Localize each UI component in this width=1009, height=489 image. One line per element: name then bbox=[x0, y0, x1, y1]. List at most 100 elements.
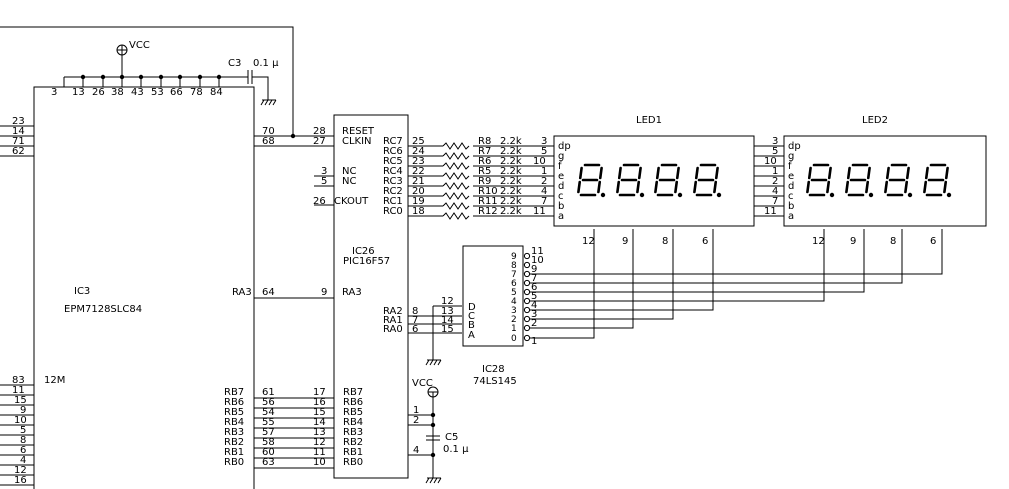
segment-label: dp bbox=[788, 141, 801, 152]
pin-label: NC bbox=[342, 166, 356, 177]
pin-number: 16 bbox=[14, 475, 27, 486]
pin-number: 10 bbox=[533, 156, 546, 167]
resistor-name: R8 bbox=[478, 136, 491, 147]
pin-number: 10 bbox=[14, 415, 27, 426]
resistor-value: 2.2k bbox=[500, 146, 522, 157]
pin-label: 4 bbox=[511, 297, 517, 307]
segment-label: e bbox=[788, 171, 794, 182]
pin-number: 21 bbox=[412, 176, 425, 187]
pin-number: 18 bbox=[412, 206, 425, 217]
pin-number: 22 bbox=[412, 166, 425, 177]
pin-number: 7 bbox=[772, 196, 778, 207]
pin-label: RB7 bbox=[343, 387, 363, 398]
pin-number: 12 bbox=[441, 296, 454, 307]
pin-number: 66 bbox=[170, 87, 183, 98]
pin-number: 2 bbox=[772, 176, 778, 187]
pin-number: 14 bbox=[441, 315, 454, 326]
vcc-label: VCC bbox=[412, 378, 433, 389]
wiring bbox=[0, 26, 943, 486]
resistor-name: R7 bbox=[478, 146, 491, 157]
pin-number: 6 bbox=[20, 445, 26, 456]
segment-label: c bbox=[558, 191, 564, 202]
pin-label: RB1 bbox=[224, 447, 244, 458]
pin-number: 3 bbox=[51, 87, 57, 98]
pin-label: 2 bbox=[511, 315, 517, 325]
seven-segment-digit bbox=[923, 163, 952, 198]
pin-number: 5 bbox=[541, 146, 547, 157]
resistor-name: R9 bbox=[478, 176, 491, 187]
pin-label: RC5 bbox=[383, 156, 403, 167]
segment-label: b bbox=[558, 201, 564, 212]
pin-number: 1 bbox=[772, 166, 778, 177]
pin-number: 5 bbox=[772, 146, 778, 157]
clock-label: 12M bbox=[44, 375, 65, 386]
pin-label: NC bbox=[342, 176, 356, 187]
pin-number: 64 bbox=[262, 287, 275, 298]
pin-number: 63 bbox=[262, 457, 275, 468]
segment-label: b bbox=[788, 201, 794, 212]
resistor-name: R12 bbox=[478, 206, 498, 217]
seven-segment-digit bbox=[616, 163, 645, 198]
ic26-pins: 28 RESET 27 CLKIN 3 NC 5 NC 26 CKOUT 9 R… bbox=[313, 126, 375, 298]
pin-label: RA3 bbox=[342, 287, 362, 298]
c5-name: C5 bbox=[445, 432, 458, 443]
led1-name: LED1 bbox=[636, 115, 662, 126]
pin-number: 2 bbox=[531, 318, 537, 329]
pin-number: 3 bbox=[321, 166, 327, 177]
led2-name: LED2 bbox=[862, 115, 888, 126]
segment-label: a bbox=[558, 211, 564, 222]
pin-number: 14 bbox=[313, 417, 326, 428]
pin-label: RC6 bbox=[383, 146, 403, 157]
pin-number: 1 bbox=[541, 166, 547, 177]
pin-number: 58 bbox=[262, 437, 275, 448]
pin-label: D bbox=[468, 302, 476, 313]
pin-label: RA3 bbox=[232, 287, 252, 298]
seven-segment-digit bbox=[693, 163, 722, 198]
resistor-value: 2.2k bbox=[500, 206, 522, 217]
pin-label: RB0 bbox=[343, 457, 363, 468]
led2-digits bbox=[806, 163, 952, 198]
pin-label: 9 bbox=[511, 252, 517, 262]
resistor-value: 2.2k bbox=[500, 166, 522, 177]
pin-label: 5 bbox=[511, 288, 517, 298]
segment-label: d bbox=[788, 181, 794, 192]
c5-value: 0.1 μ bbox=[443, 444, 469, 455]
pin-number: 17 bbox=[313, 387, 326, 398]
resistor-name: R11 bbox=[478, 196, 498, 207]
pin-label: 6 bbox=[511, 279, 517, 289]
pin-label: RB3 bbox=[343, 427, 363, 438]
pin-number: 2 bbox=[541, 176, 547, 187]
pin-label: RB7 bbox=[224, 387, 244, 398]
pin-number: 20 bbox=[412, 186, 425, 197]
c3-name: C3 bbox=[228, 58, 241, 69]
pin-label: RC3 bbox=[383, 176, 403, 187]
pin-number: 5 bbox=[531, 291, 537, 302]
segment-label: a bbox=[788, 211, 794, 222]
segment-label: d bbox=[558, 181, 564, 192]
pin-number: 5 bbox=[321, 176, 327, 187]
pin-label: RC7 bbox=[383, 136, 403, 147]
pin-label: RB3 bbox=[224, 427, 244, 438]
pin-label: RA2 bbox=[383, 306, 403, 317]
pin-number: 4 bbox=[531, 300, 537, 311]
pin-label: RC4 bbox=[383, 166, 403, 177]
pin-number: 3 bbox=[772, 136, 778, 147]
pin-number: 27 bbox=[313, 136, 326, 147]
pin-label: RB6 bbox=[224, 397, 244, 408]
ic26-part: PIC16F57 bbox=[343, 256, 390, 267]
pin-number: 6 bbox=[531, 282, 537, 293]
c3-value: 0.1 μ bbox=[253, 58, 279, 69]
pin-number: 15 bbox=[441, 324, 454, 335]
pin-label: 8 bbox=[511, 261, 517, 271]
pin-label: RC2 bbox=[383, 186, 403, 197]
pin-number: 8 bbox=[412, 306, 418, 317]
pin-number: 23 bbox=[412, 156, 425, 167]
ic3-left-pins-bottom: 83 11 15 9 10 5 8 6 4 12 16 bbox=[12, 375, 27, 486]
pin-number: 25 bbox=[412, 136, 425, 147]
pin-number: 4 bbox=[541, 186, 547, 197]
pin-number: 9 bbox=[321, 287, 327, 298]
resistor-labels: R8 R7 R6 R5 R9 R10 R11 R12 2.2k 2.2k 2.2… bbox=[478, 136, 522, 217]
segment-label: dp bbox=[558, 141, 571, 152]
ic3-part: EPM7128SLC84 bbox=[64, 304, 142, 315]
pin-number: 28 bbox=[313, 126, 326, 137]
